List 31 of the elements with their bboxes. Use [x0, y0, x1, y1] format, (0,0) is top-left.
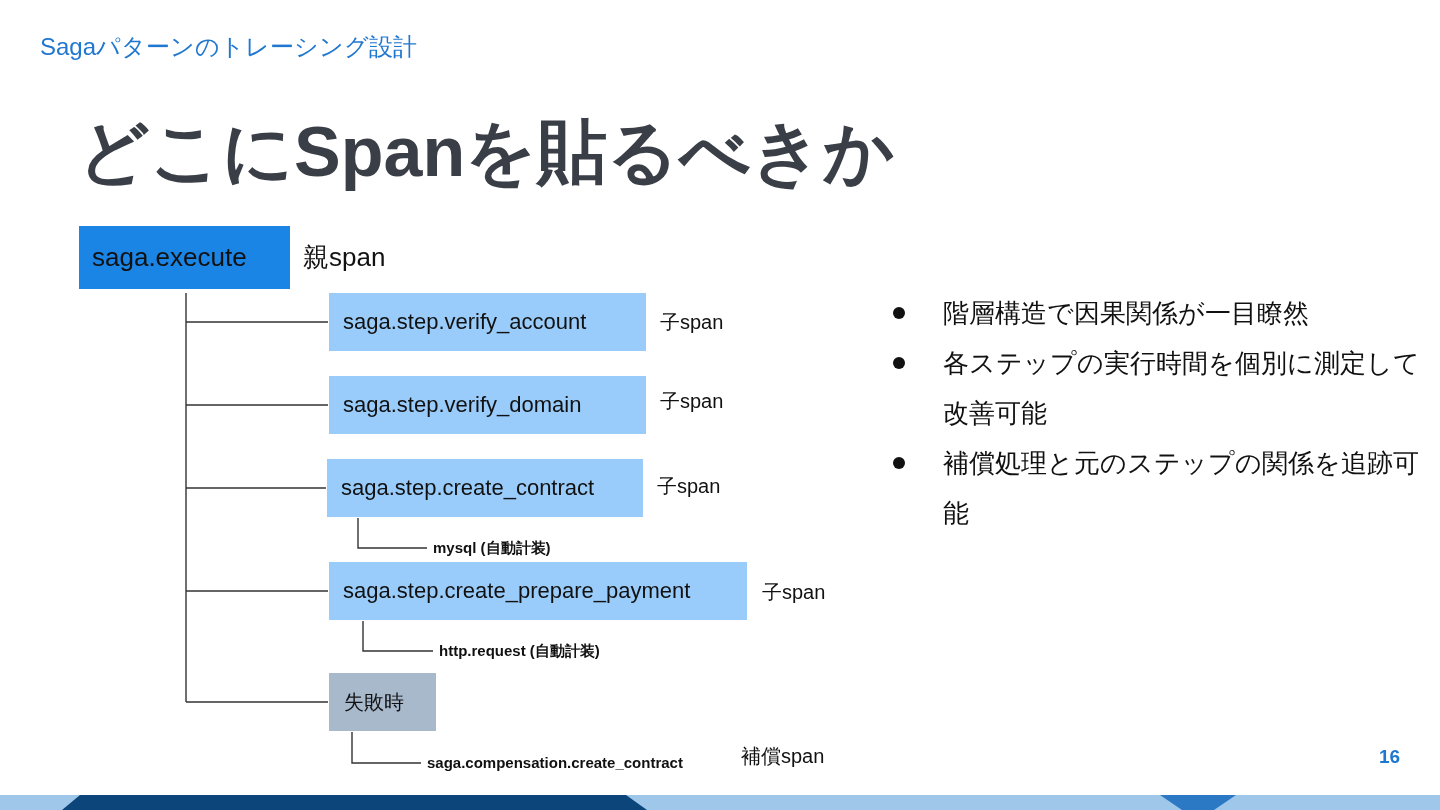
- span-name: mysql (自動計装): [433, 539, 551, 557]
- bullet-text: 各ステップの実行時間を個別に測定して改善可能: [943, 347, 1421, 430]
- section-header: Sagaパターンのトレーシング設計: [40, 32, 418, 62]
- span-name: saga.execute: [92, 241, 247, 274]
- span-name: http.request (自動計装): [439, 642, 600, 660]
- bullet-text: 補償処理と元のステップの関係を追跡可能: [943, 447, 1420, 530]
- span-name: 失敗時: [344, 690, 404, 714]
- slide-title: どこにSpanを貼るべきか: [78, 113, 896, 191]
- span-name: saga.step.create_prepare_payment: [343, 577, 691, 605]
- span-name: saga.step.verify_account: [343, 308, 587, 336]
- page-number: 16: [1379, 745, 1401, 769]
- span-kind-label: 補償span: [741, 744, 825, 768]
- bullet-text: 階層構造で因果関係が一目瞭然: [943, 297, 1310, 330]
- span-box: [327, 459, 643, 517]
- span-name: saga.compensation.create_contract: [427, 754, 683, 772]
- tree-connector: [185, 292, 329, 703]
- span-name: saga.step.create_contract: [341, 474, 595, 502]
- tree-connector: [357, 517, 428, 549]
- span-box: [329, 562, 747, 620]
- span-kind-label: 子span: [660, 389, 724, 413]
- span-kind-label: 子span: [660, 310, 724, 334]
- span-kind-label: 子span: [762, 580, 826, 604]
- tree-connector: [362, 620, 434, 652]
- span-box: [329, 293, 646, 351]
- span-box: [329, 376, 646, 434]
- span-kind-label: 親span: [303, 241, 386, 273]
- span-kind-label: 子span: [657, 474, 721, 498]
- span-box: [79, 226, 290, 289]
- span-box: [329, 673, 436, 731]
- span-name: saga.step.verify_domain: [343, 391, 582, 419]
- tree-connector: [351, 731, 422, 764]
